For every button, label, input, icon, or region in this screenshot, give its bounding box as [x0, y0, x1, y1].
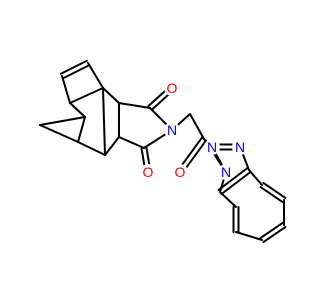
single-bond [87, 62, 104, 89]
atom-label-n-triazole-3: N [235, 139, 245, 155]
single-bond [214, 152, 224, 167]
single-bond [69, 87, 104, 104]
double-bond-line-b [59, 59, 88, 75]
single-bond [118, 102, 151, 109]
atom-o-imide-bottom: O [140, 164, 156, 180]
double-bond-line-b [147, 89, 167, 108]
single-bond [118, 136, 145, 149]
atom-o-ketone: O [172, 164, 188, 180]
single-bond [235, 231, 263, 241]
single-bond [149, 107, 169, 127]
double-bond-line-b [145, 146, 151, 166]
double-bond-line-b [185, 139, 208, 169]
atom-labels: O O N O N N N [140, 80, 248, 180]
single-bond [77, 116, 86, 143]
atom-o-imide-top: O [164, 80, 180, 96]
double-bond-line-b [259, 186, 284, 204]
bond-network [39, 59, 287, 244]
atom-n-triazole-2: N [204, 139, 220, 155]
single-bond [143, 132, 168, 149]
atom-label-n-triazole-1: N [221, 164, 231, 180]
single-bond [102, 87, 106, 156]
single-bond [248, 169, 263, 186]
atom-n-triazole-1: N [218, 164, 234, 180]
single-bond [104, 136, 120, 156]
double-bond-line-a [150, 93, 170, 111]
chemical-structure: O O N O N N N [39, 59, 287, 244]
single-bond [61, 75, 71, 104]
double-bond-line-a [262, 226, 287, 244]
double-bond-line-b [220, 170, 252, 195]
single-bond [176, 113, 191, 127]
single-bond [69, 102, 86, 118]
atom-label-n-triazole-2: N [207, 139, 217, 155]
double-bond-line-a [181, 136, 203, 166]
atom-label-n-imide: N [167, 122, 177, 138]
double-bond-line-a [140, 147, 146, 167]
atom-n-imide: N [164, 122, 180, 138]
single-bond [189, 113, 205, 140]
single-bond [39, 116, 86, 126]
double-bond-line-a [62, 64, 91, 80]
single-bond [219, 177, 225, 193]
single-bond [102, 87, 120, 104]
atom-label-o-imide-top: O [167, 80, 178, 96]
atom-label-o-imide-bottom: O [143, 164, 154, 180]
atom-label-o-ketone: O [175, 164, 186, 180]
double-bond-line-b [259, 221, 284, 239]
single-bond [219, 191, 237, 208]
atom-n-triazole-3: N [232, 139, 248, 155]
single-bond [39, 124, 79, 143]
double-bond-line-a [262, 181, 287, 199]
double-bond-line-a [217, 167, 249, 192]
single-bond [77, 141, 106, 156]
